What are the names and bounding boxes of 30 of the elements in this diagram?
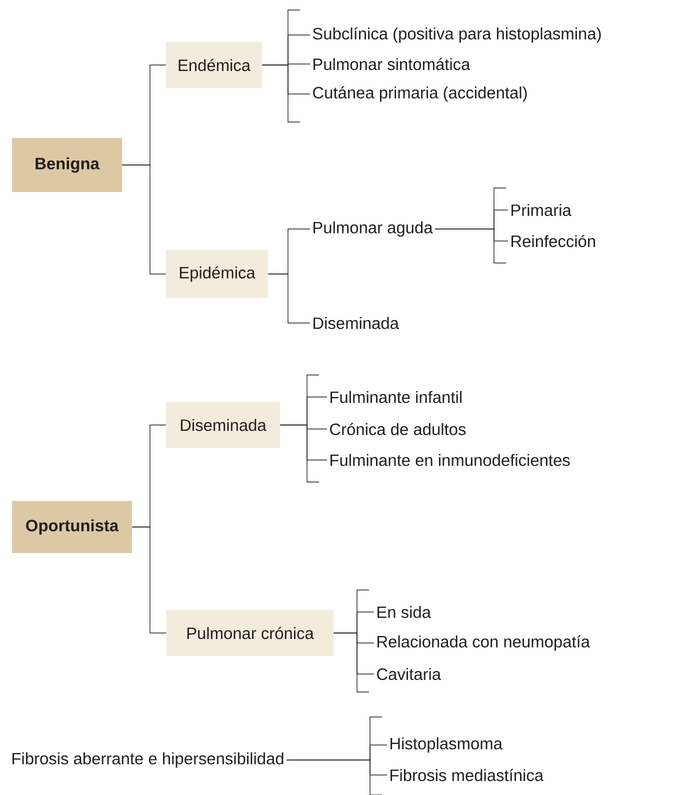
item-label: Fibrosis aberrante e hipersensibilidad — [12, 752, 284, 768]
connector-line — [132, 526, 167, 634]
item-label: Primaria — [512, 204, 572, 216]
item-label: Diseminada — [314, 316, 399, 330]
connector-line — [286, 760, 388, 776]
subcategory-box: Diseminada — [166, 402, 280, 448]
item-label: Pulmonar aguda — [314, 221, 433, 237]
item-label: Fulminante infantil — [330, 390, 462, 404]
item-label: Pulmonar sintomática — [314, 58, 470, 70]
item-label: Cavitaria — [377, 668, 442, 680]
category-box: Benigna — [12, 138, 122, 192]
item-label: Reinfección — [512, 234, 595, 248]
category-box: Oportunista — [12, 501, 132, 553]
connector-line — [333, 632, 374, 674]
connector-line — [122, 164, 166, 274]
subcategory-box: Endémica — [166, 42, 262, 88]
connector-line — [434, 228, 508, 242]
item-label: En sida — [378, 606, 431, 618]
item-label: Fibrosis mediastínica — [390, 768, 544, 782]
item-label: Fulminante en inmunodeficientes — [330, 454, 570, 466]
item-label: Histoplasmoma — [390, 737, 502, 753]
item-label: Cutánea primaria (accidental) — [313, 86, 527, 102]
subcategory-box: Pulmonar crónica — [166, 610, 334, 656]
item-label: Subclínica (positiva para histoplasmina) — [312, 27, 601, 43]
connector-line — [268, 274, 310, 324]
item-label: Relacionada con neumopatía — [378, 635, 590, 651]
connector-line — [280, 424, 328, 460]
item-label: Crónica de adultos — [330, 422, 466, 436]
connector-line — [262, 64, 310, 94]
subcategory-box: Epidémica — [166, 250, 268, 298]
